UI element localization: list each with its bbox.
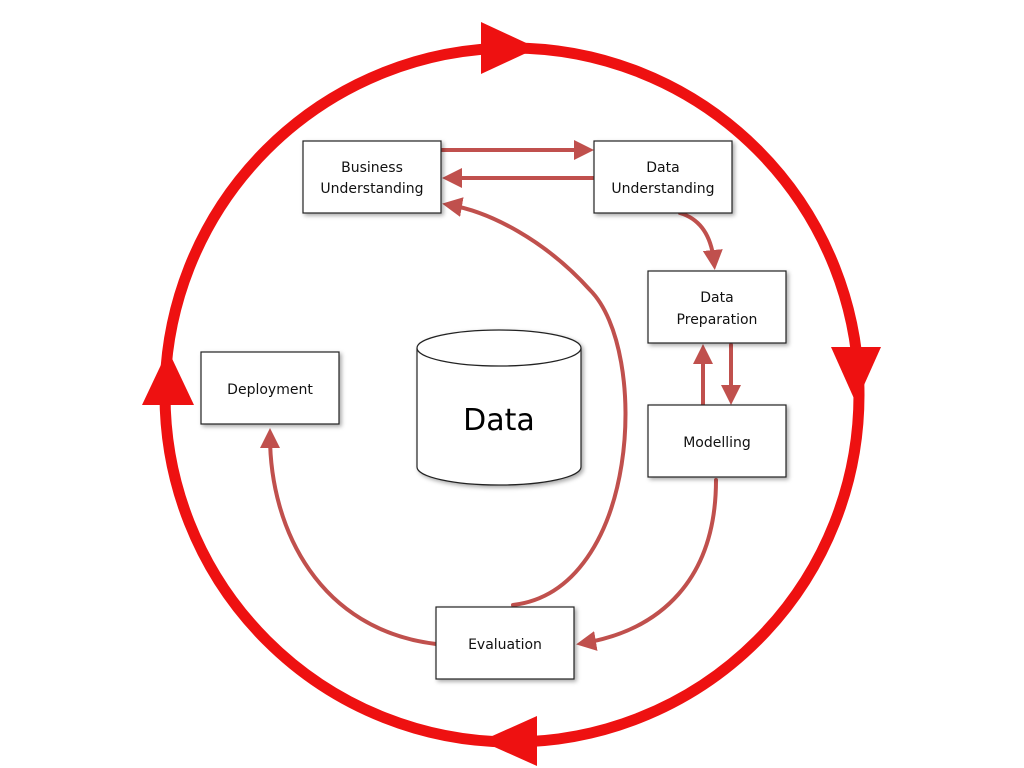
phase-deployment: Deployment <box>200 351 340 425</box>
arrow-evaluation-to-business <box>442 197 628 607</box>
phase-label: Modelling <box>683 435 751 451</box>
data-store-label: Data <box>463 403 535 438</box>
cycle-arrowhead-bottom <box>481 716 537 766</box>
flow-arrows <box>260 140 741 651</box>
phase-label-line-2: Understanding <box>611 181 714 197</box>
phase-evaluation: Evaluation <box>435 606 575 680</box>
cycle-arrowhead-right <box>831 347 881 403</box>
database-cylinder-icon <box>416 329 582 486</box>
phase-label-line-2: Preparation <box>677 312 758 328</box>
phase-business-understanding: Business Understanding <box>302 140 442 214</box>
phase-label-line-1: Business <box>341 160 403 176</box>
phase-modelling: Modelling <box>647 404 787 478</box>
phase-label-line-1: Data <box>700 290 733 306</box>
data-store: Data <box>416 329 582 486</box>
phase-data-preparation: Data Preparation <box>647 270 787 344</box>
phase-label: Evaluation <box>468 637 542 653</box>
arrow-modelling-to-evaluation <box>576 478 718 651</box>
phase-label: Deployment <box>227 382 313 398</box>
arrow-data-understanding-to-preparation <box>678 211 723 270</box>
phase-label-line-1: Data <box>646 160 679 176</box>
cycle-arrowhead-left <box>142 350 194 405</box>
arrow-evaluation-to-deployment <box>260 428 438 646</box>
cycle-arrowhead-top <box>481 22 537 74</box>
phase-label-line-2: Understanding <box>320 181 423 197</box>
phase-data-understanding: Data Understanding <box>593 140 733 214</box>
